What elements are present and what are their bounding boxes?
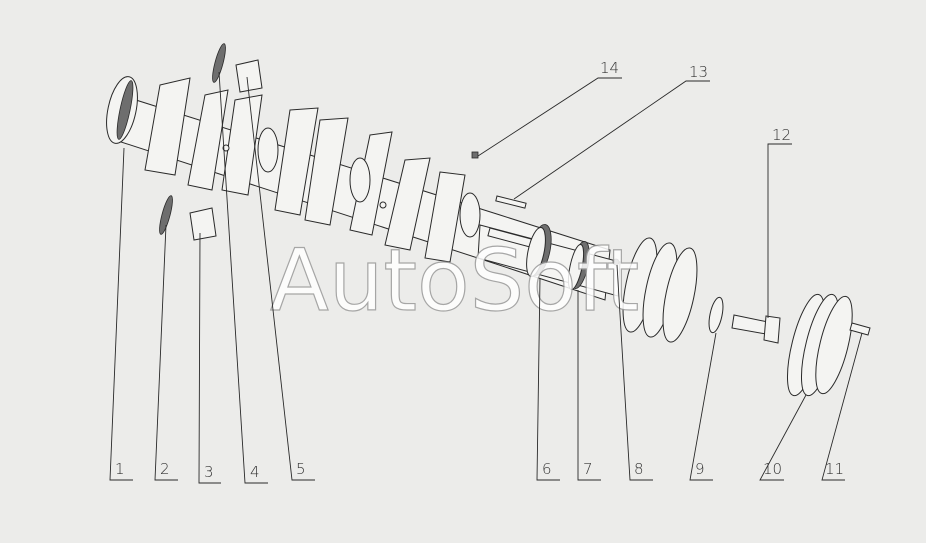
callout-12: 12 bbox=[772, 126, 791, 144]
callout-7: 7 bbox=[583, 460, 593, 478]
callout-8: 8 bbox=[634, 460, 644, 478]
callout-14: 14 bbox=[600, 59, 619, 77]
small-bolt bbox=[849, 322, 871, 336]
callout-4: 4 bbox=[250, 463, 260, 481]
callout-10: 10 bbox=[763, 460, 782, 478]
callout-11: 11 bbox=[825, 460, 844, 478]
callout-5: 5 bbox=[296, 460, 306, 478]
callout-13: 13 bbox=[689, 63, 708, 81]
callout-2: 2 bbox=[160, 460, 170, 478]
callout-1: 1 bbox=[115, 460, 125, 478]
leader-lines bbox=[109, 71, 863, 484]
crankshaft bbox=[106, 76, 621, 301]
pulley-bolt bbox=[731, 314, 781, 344]
damper-pulley bbox=[786, 293, 853, 397]
callout-9: 9 bbox=[695, 460, 705, 478]
callout-6: 6 bbox=[542, 460, 552, 478]
bearing-parts bbox=[159, 43, 527, 241]
washer bbox=[708, 296, 724, 334]
gears bbox=[526, 224, 590, 291]
crank-pulley bbox=[612, 237, 698, 343]
callout-labels: 1 2 3 4 5 6 7 8 9 10 11 12 13 14 bbox=[115, 59, 844, 481]
callout-3: 3 bbox=[204, 463, 214, 481]
watermark-text: AutoSoft bbox=[270, 231, 639, 331]
